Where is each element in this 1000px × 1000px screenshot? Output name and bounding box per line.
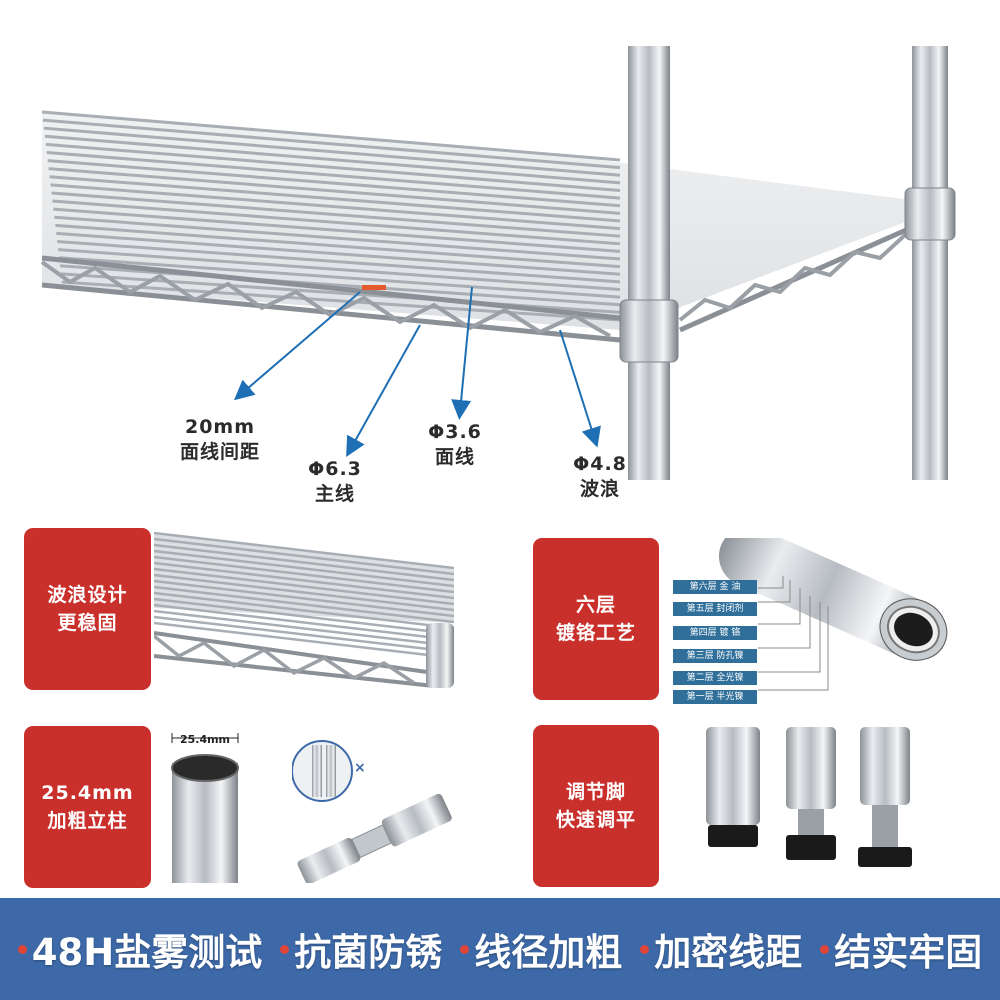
- foot-2: [786, 727, 836, 860]
- front-post: [619, 46, 679, 480]
- feature-salt-spray: 48H盐雾测试: [17, 922, 263, 976]
- layer-label-3: 第三层 防孔镍: [673, 649, 757, 663]
- callout-wire-spacing-value: 20mm: [184, 416, 256, 438]
- badge-wave-design: 波浪设计 更稳固: [24, 528, 151, 690]
- badge-six-layer-chrome: 六层 镀铬工艺: [533, 538, 659, 700]
- feature-thick-wire: 线径加粗: [460, 922, 622, 976]
- layer-label-6: 第六层 金 油: [673, 580, 757, 594]
- feature-thick-wire-label: 线径加粗: [474, 931, 623, 974]
- badge-adjustable-feet: 调节脚 快速调平: [533, 725, 659, 887]
- callout-wave-wire-label: 波浪: [579, 478, 620, 500]
- badge-wave-design-line2: 更稳固: [57, 612, 118, 634]
- post-diameter-image: [171, 733, 239, 883]
- back-post: [904, 46, 956, 480]
- badge-wave-design-line1: 波浪设计: [47, 584, 128, 606]
- layer-label-2: 第二层 全光镍: [673, 671, 757, 685]
- callout-surface-wire-value: Φ3.6: [428, 421, 482, 443]
- feature-banner: 48H盐雾测试 抗菌防锈 线径加粗 加密线距 结实牢固: [0, 898, 1000, 1000]
- feature-dense-spacing: 加密线距: [640, 922, 802, 976]
- callout-arrows: [233, 286, 601, 457]
- post-connector-image: [292, 740, 452, 883]
- callout-wire-spacing: 20mm 面线间距: [165, 415, 275, 465]
- layer-label-1: 第一层 半光镍: [673, 690, 757, 704]
- foot-1: [706, 727, 760, 847]
- shelf-hero-illustration: [40, 46, 956, 480]
- foot-3: [858, 727, 912, 867]
- callout-surface-wire-label: 面线: [434, 446, 475, 468]
- callout-surface-wire: Φ3.6 面线: [400, 420, 510, 470]
- bullet-dot-icon: [17, 944, 27, 954]
- feature-sturdy-label: 结实牢固: [834, 931, 983, 974]
- callout-wire-spacing-label: 面线间距: [179, 441, 260, 463]
- callout-wave-wire: Φ4.8 波浪: [545, 452, 655, 502]
- bullet-dot-icon: [280, 944, 290, 954]
- callout-main-wire-value: Φ6.3: [308, 458, 362, 480]
- badge-adjustable-feet-line1: 调节脚: [565, 781, 626, 803]
- bullet-dot-icon: [820, 944, 830, 954]
- wire-shelf-deck: [40, 110, 950, 343]
- feature-salt-spray-label: 48H盐雾测试: [31, 931, 263, 974]
- wave-shelf-image: [154, 528, 454, 690]
- badge-adjustable-feet-line2: 快速调平: [555, 809, 636, 831]
- spacing-marker: [362, 285, 386, 290]
- feature-dense-spacing-label: 加密线距: [654, 931, 803, 974]
- feature-sturdy: 结实牢固: [820, 922, 982, 976]
- badge-thick-post-line1: 25.4mm: [41, 782, 134, 804]
- bullet-dot-icon: [640, 944, 650, 954]
- layer-label-5: 第五层 封闭剂: [673, 602, 757, 616]
- x-mark-icon: ×: [354, 760, 366, 776]
- post-dimension-label: 25.4mm: [179, 733, 231, 746]
- feature-antibacterial-label: 抗菌防锈: [294, 931, 443, 974]
- callout-wave-wire-value: Φ4.8: [573, 453, 627, 475]
- callout-main-wire-label: 主线: [314, 483, 355, 505]
- leveling-feet-image: [706, 727, 912, 867]
- chrome-tube-cross-section: [718, 538, 948, 691]
- layer-label-4: 第四层 镀 铬: [673, 626, 757, 640]
- feature-antibacterial: 抗菌防锈: [280, 922, 442, 976]
- badge-six-layer-chrome-line2: 镀铬工艺: [555, 622, 636, 644]
- badge-six-layer-chrome-line1: 六层: [575, 594, 616, 616]
- badge-thick-post: 25.4mm 加粗立柱: [24, 726, 151, 888]
- callout-main-wire: Φ6.3 主线: [280, 457, 390, 507]
- badge-thick-post-line2: 加粗立柱: [47, 810, 128, 832]
- bullet-dot-icon: [460, 944, 470, 954]
